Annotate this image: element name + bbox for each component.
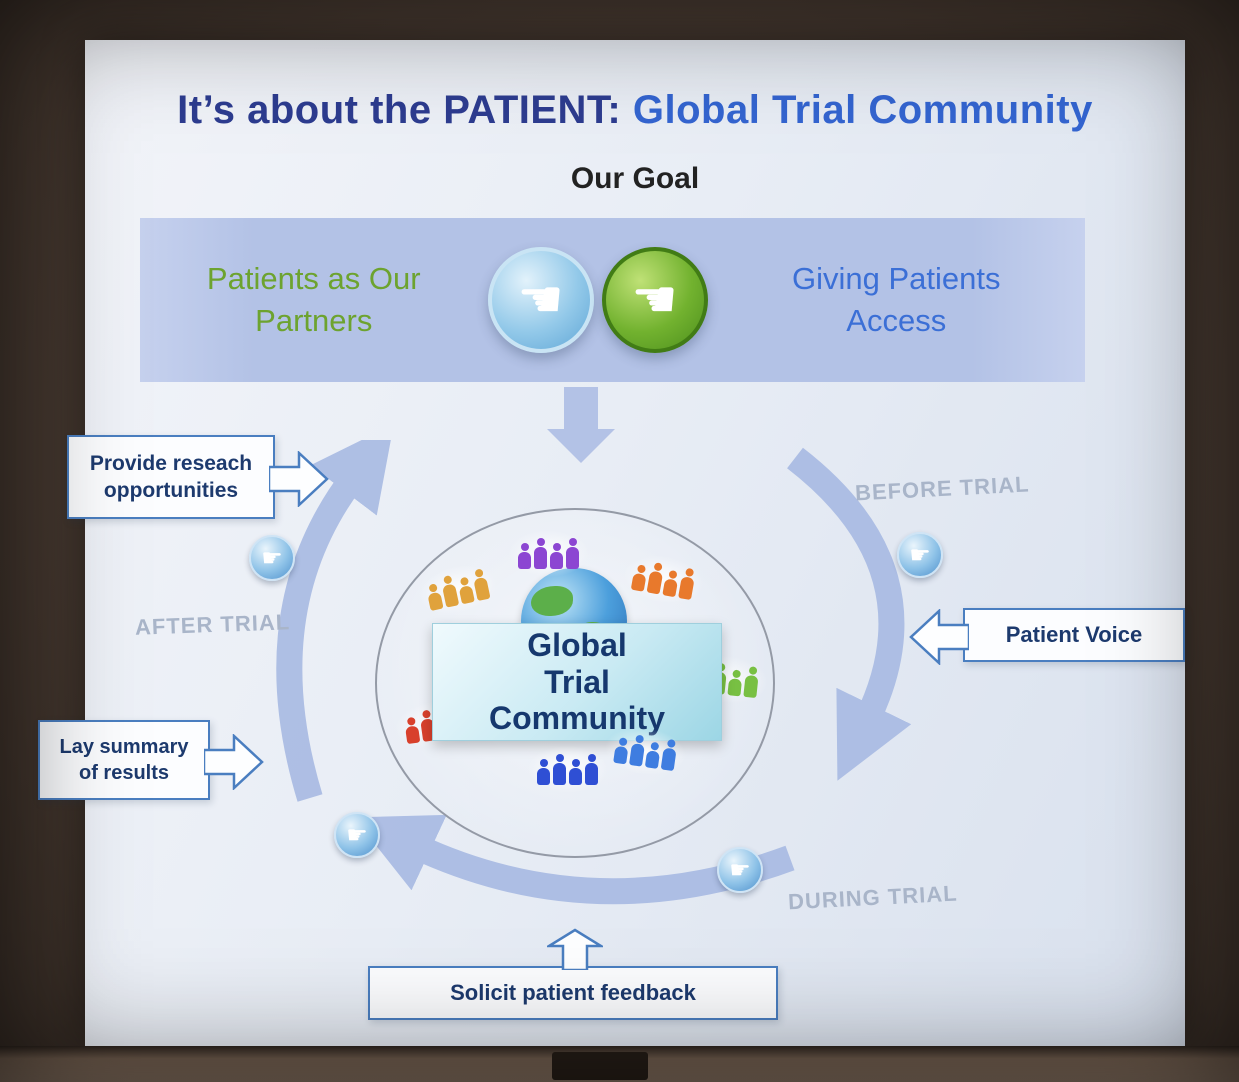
callout-solicit-feedback: Solicit patient feedback — [368, 928, 778, 1020]
cycle-diagram: Global Trial Community — [375, 508, 775, 858]
person-icon — [585, 754, 598, 785]
hand-badge-light: ☚ — [487, 247, 594, 353]
person-icon — [743, 666, 759, 698]
person-icon — [727, 669, 743, 696]
person-icon — [471, 568, 490, 601]
arc-before-trial — [787, 447, 912, 781]
callout-patient-voice: Patient Voice — [909, 608, 1185, 665]
goal-banner: Patients as Our Partners ☚ ☚ Giving Pati… — [140, 218, 1085, 382]
title-main: It’s about the PATIENT: — [177, 88, 633, 132]
phase-label-after-trial: AFTER TRIAL — [134, 609, 291, 640]
callout-lay-summary: Lay summary of results — [38, 720, 264, 800]
person-icon — [678, 567, 696, 600]
callout-patient-voice-label: Patient Voice — [1005, 622, 1143, 647]
hand-right-icon: ☛ — [729, 856, 751, 884]
people-group-royal — [527, 746, 608, 793]
title-highlight: Global Trial Community — [632, 88, 1093, 132]
person-icon — [457, 576, 475, 604]
person-icon — [566, 538, 579, 569]
banner-right-text: Giving Patients Access — [792, 261, 1001, 338]
people-group-purple — [508, 530, 589, 577]
hand-left-icon: ☚ — [631, 271, 678, 329]
down-arrow-icon — [547, 387, 615, 463]
hand-right-icon: ☛ — [261, 544, 283, 572]
person-icon — [537, 759, 550, 785]
down-arrow-head — [547, 429, 615, 463]
hand-right-icon: ☛ — [909, 541, 931, 569]
callout-lay-summary-label: Lay summary of results — [59, 736, 189, 784]
person-icon — [662, 569, 679, 597]
hand-step-icon-before: ☛ — [897, 532, 943, 578]
person-icon — [645, 741, 661, 769]
person-icon — [661, 739, 678, 772]
handshake-icons: ☚ ☚ — [487, 247, 708, 353]
banner-left-text: Patients as Our Partners — [206, 261, 421, 338]
callout-provide-research-label: Provide reseach opportunities — [89, 451, 253, 502]
down-arrow-stem — [564, 387, 598, 429]
hand-step-icon-during: ☛ — [717, 847, 763, 893]
screen-notch — [552, 1052, 648, 1080]
slide: It’s about the PATIENT: Global Trial Com… — [38, 40, 1185, 1046]
callout-provide-research: Provide reseach opportunities — [67, 435, 329, 519]
hand-left-icon: ☚ — [517, 271, 564, 329]
callout-pointer-up-icon — [547, 928, 603, 970]
person-icon — [425, 583, 443, 611]
person-icon — [647, 562, 665, 595]
person-icon — [569, 759, 582, 785]
hand-step-icon-after-bottom: ☛ — [334, 812, 380, 858]
subtitle-our-goal: Our Goal — [570, 162, 700, 195]
hand-right-icon: ☛ — [346, 821, 368, 849]
page-title: It’s about the PATIENT: Global Trial Com… — [85, 88, 1185, 133]
arc-after-trial — [276, 440, 394, 802]
hand-badge-green: ☚ — [601, 247, 708, 353]
person-icon — [553, 754, 566, 785]
callout-pointer-right-icon — [204, 734, 264, 790]
person-icon — [518, 543, 531, 569]
person-icon — [631, 564, 648, 592]
person-icon — [404, 717, 420, 745]
center-label-box: Global Trial Community — [432, 623, 722, 741]
person-icon — [534, 538, 547, 569]
callout-solicit-feedback-label: Solicit patient feedback — [450, 980, 696, 1005]
hand-step-icon-after-top: ☛ — [249, 535, 295, 581]
callout-pointer-right-icon — [269, 451, 329, 507]
callout-pointer-left-icon — [909, 609, 969, 665]
person-icon — [613, 737, 629, 765]
person-icon — [629, 734, 646, 767]
person-icon — [550, 543, 563, 569]
